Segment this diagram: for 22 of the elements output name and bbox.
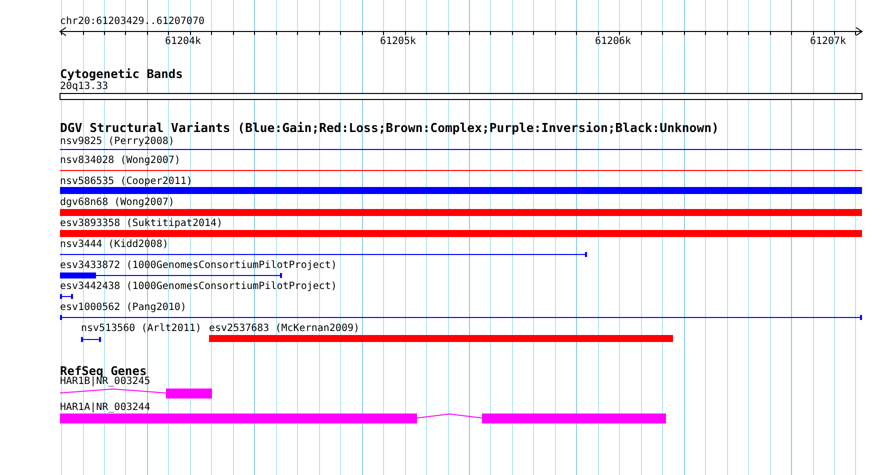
gene-name: HAR1B|NR_003245 <box>60 376 150 387</box>
coordinate-range: chr20:61203429..61207070 <box>60 15 204 29</box>
variant-name: esv3433872 (1000GenomesConsortiumPilotProject) <box>60 260 337 271</box>
track-heading: DGV Structural Variants (Blue:Gain;Red:Loss;Brown:Complex;Purple:Inversion;Black:Unknown) <box>60 121 719 135</box>
variant-name: esv3893358 (Suktitipat2014) <box>60 218 223 229</box>
variant-name: esv2537683 (McKernan2009) <box>209 323 360 334</box>
variant-name: esv3442438 (1000GenomesConsortiumPilotProject) <box>60 281 337 292</box>
tick-label: 61207k <box>810 35 846 49</box>
track-heading: RefSeq Genes <box>60 364 147 378</box>
tick-label: 61205k <box>380 35 416 49</box>
gene-name: HAR1A|NR_003244 <box>60 402 150 413</box>
variant-name: nsv834028 (Wong2007) <box>60 155 180 166</box>
variant-name: nsv586535 (Cooper2011) <box>60 176 192 187</box>
tick-label: 61206k <box>594 35 632 49</box>
variant-name: dgv68n68 (Wong2007) <box>60 197 174 208</box>
variant-name: nsv9825 (Perry2008) <box>60 136 174 147</box>
tick-label: 61204k <box>164 35 202 49</box>
variant-name: esv1000562 (Pang2010) <box>60 302 186 313</box>
track-heading: Cytogenetic Bands <box>60 67 183 81</box>
variant-name: nsv3444 (Kidd2008) <box>60 239 168 250</box>
variant-name: nsv513560 (Arlt2011) <box>81 323 202 334</box>
band-name: 20q13.33 <box>60 81 108 92</box>
